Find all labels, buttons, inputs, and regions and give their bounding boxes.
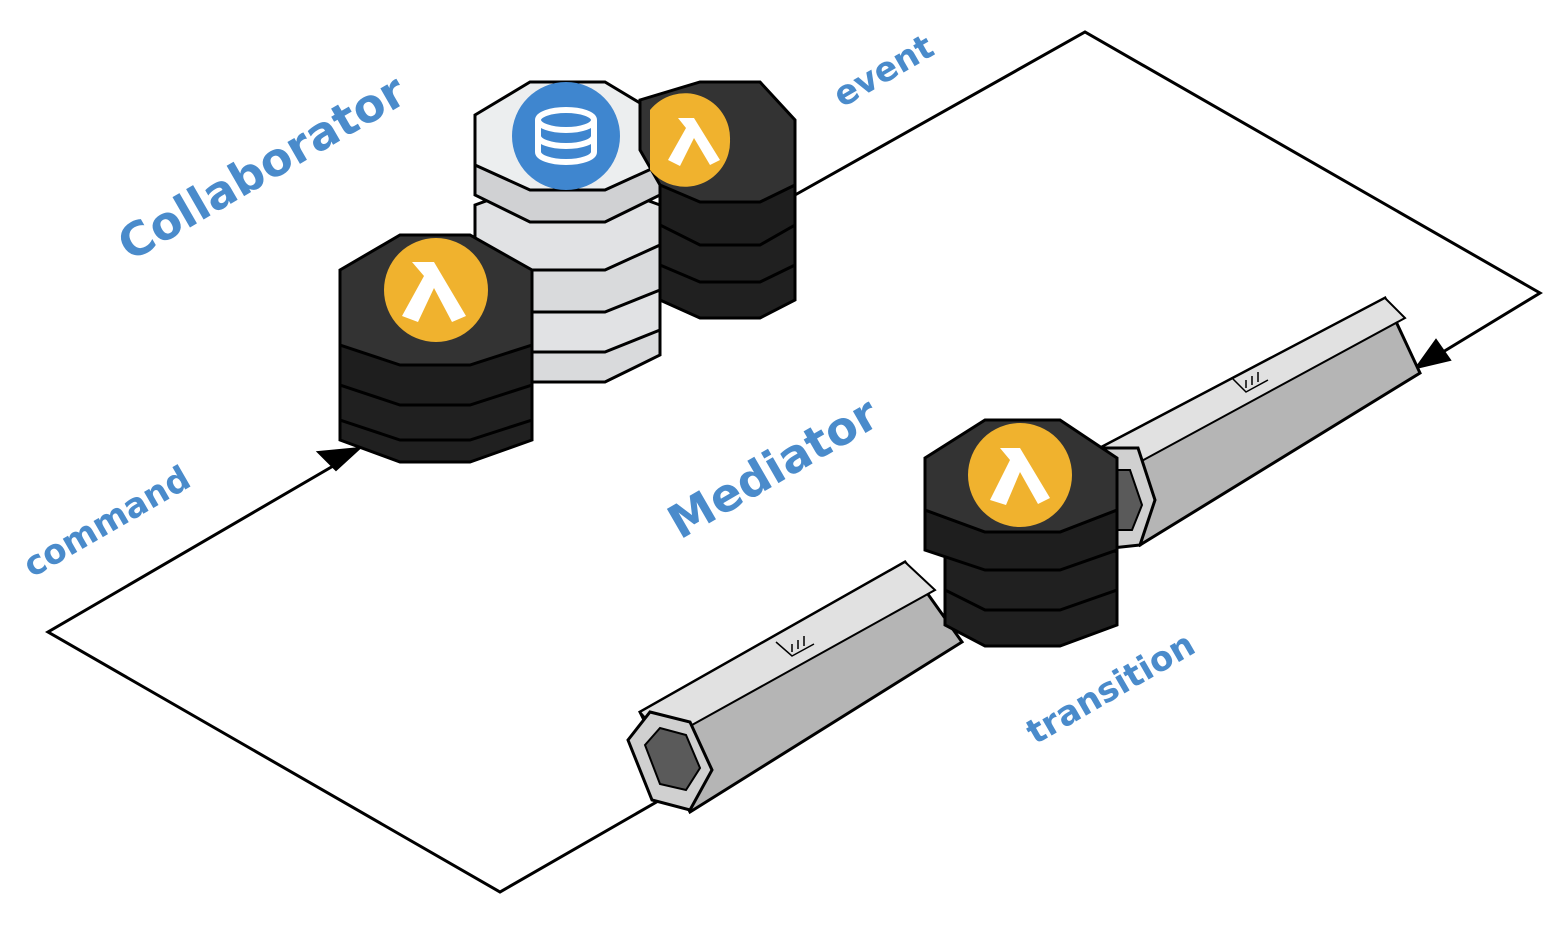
event-arrowhead (1413, 338, 1452, 370)
database-icon (512, 82, 620, 190)
event-label: event (827, 27, 941, 116)
command-label: command (17, 458, 198, 586)
database-glyph (535, 107, 597, 165)
collaborator-lambda-stack-front (338, 233, 534, 464)
kinesis-stream-icon (775, 636, 815, 657)
collaborator-label: Collaborator (109, 63, 416, 271)
mediator-label: Mediator (659, 386, 888, 549)
mediator-lambda-stack (923, 418, 1119, 648)
transition-stream (626, 560, 965, 815)
collaborator-lambda-stack-back (638, 80, 797, 320)
lambda-icon (968, 423, 1072, 527)
command-arrowhead (315, 446, 363, 472)
command-connector (45, 460, 661, 894)
event-connector (794, 30, 1543, 360)
connectors (45, 30, 1543, 894)
event-stream (1093, 295, 1422, 550)
kinesis-stream-icon (1231, 372, 1269, 393)
